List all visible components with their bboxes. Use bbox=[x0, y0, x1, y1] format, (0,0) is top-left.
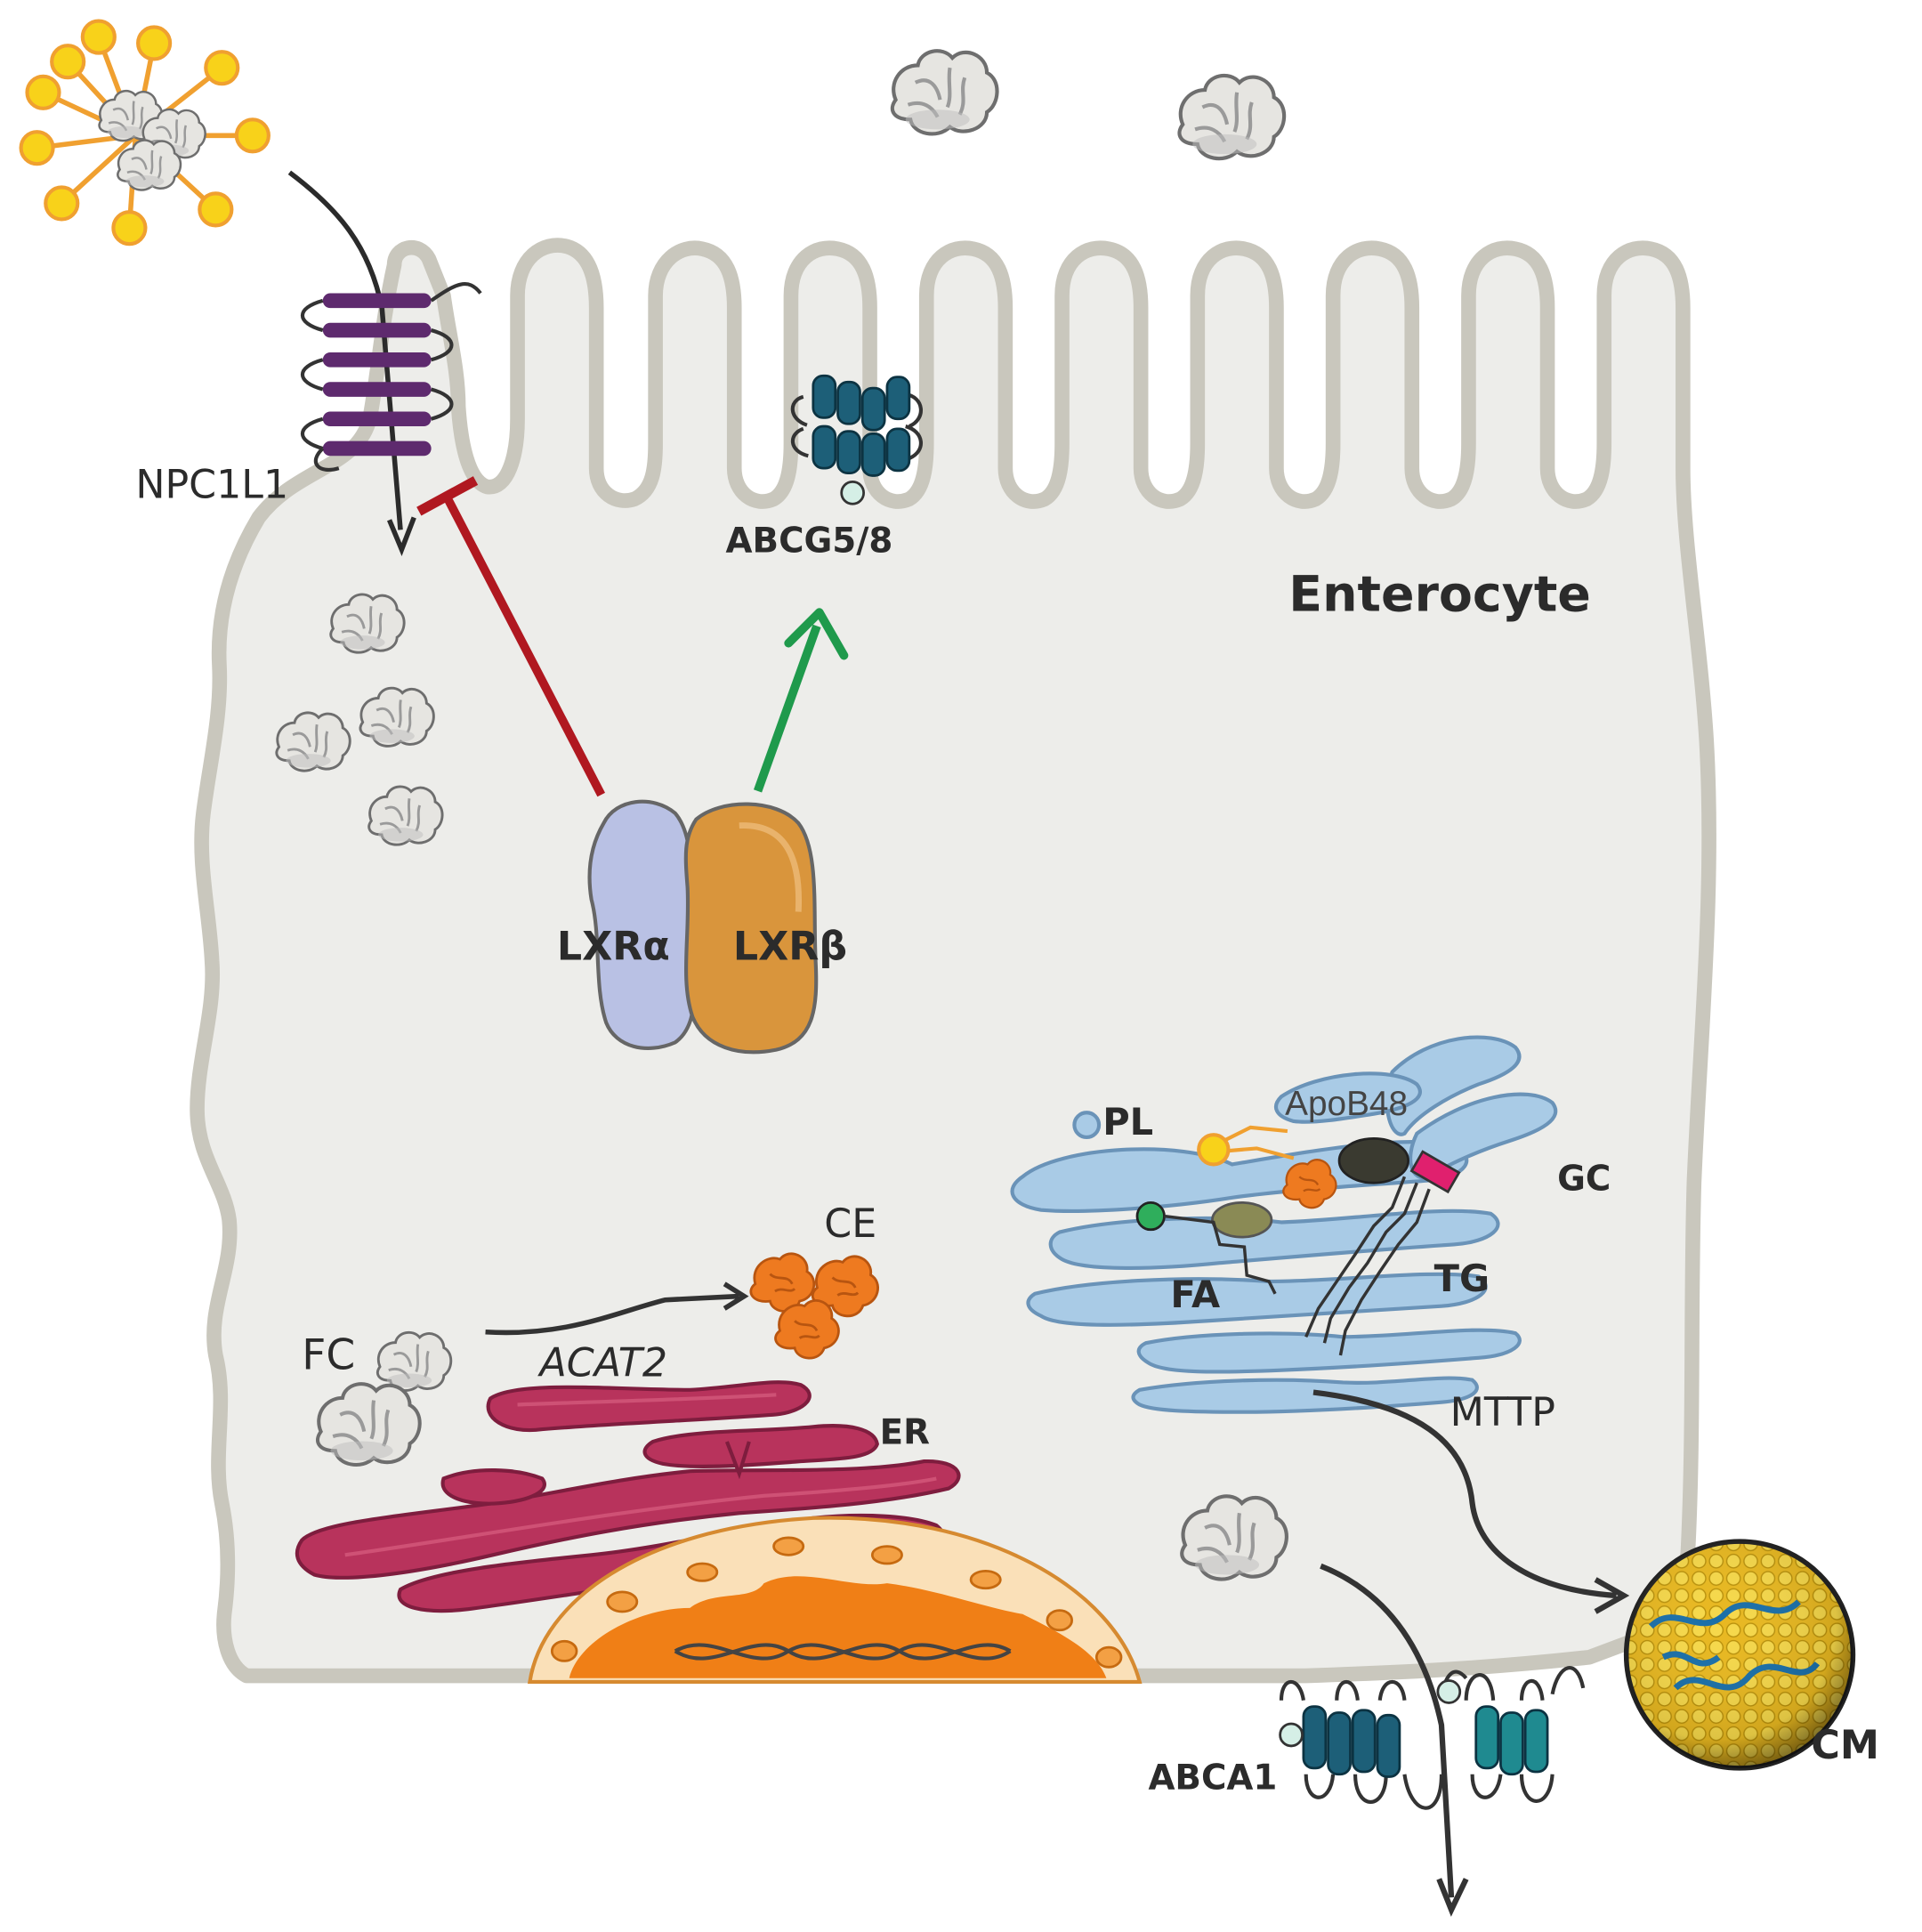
nucleus-icon bbox=[527, 1516, 1143, 1685]
lxr-dimer bbox=[587, 799, 819, 1055]
abca1-label: ABCA1 bbox=[1148, 1758, 1277, 1798]
mttp-label: MTTP bbox=[1450, 1390, 1555, 1435]
cholesterol-icon bbox=[1179, 76, 1284, 158]
acat2-arrow bbox=[485, 1293, 739, 1336]
gc-label: GC bbox=[1557, 1159, 1611, 1199]
inhibition-arrow bbox=[441, 493, 606, 797]
npc1l1-label: NPC1L1 bbox=[135, 462, 288, 507]
cholesterol-icon bbox=[892, 51, 997, 133]
chylomicron-icon bbox=[1623, 1539, 1856, 1771]
tg-label: TG bbox=[1434, 1257, 1490, 1300]
golgi-lipids bbox=[1135, 1125, 1461, 1356]
efflux-arrow bbox=[1320, 1563, 1455, 1898]
lxr-alpha-label: LXRα bbox=[557, 925, 670, 970]
micelle-icon bbox=[19, 19, 271, 247]
abcg58-transporter bbox=[790, 374, 923, 505]
npc1l1-transporter bbox=[301, 282, 482, 472]
er-label: ER bbox=[880, 1413, 930, 1453]
abca1-transporter bbox=[1279, 1666, 1586, 1810]
acat2-label: ACAT2 bbox=[537, 1341, 667, 1386]
fc-label: FC bbox=[302, 1330, 355, 1379]
enterocyte-label: Enterocyte bbox=[1288, 567, 1591, 624]
apob48-label: ApoB48 bbox=[1285, 1085, 1408, 1123]
cm-label: CM bbox=[1811, 1723, 1879, 1768]
abcg58-label: ABCG5/8 bbox=[726, 521, 893, 561]
ce-label: CE bbox=[824, 1201, 876, 1247]
fa-label: FA bbox=[1170, 1273, 1220, 1316]
enterocyte-cell bbox=[190, 238, 1716, 1684]
lxr-beta-label: LXRβ bbox=[733, 925, 847, 970]
activation-arrow bbox=[753, 624, 821, 793]
mttp-arrow bbox=[1312, 1389, 1617, 1599]
pl-label: PL bbox=[1102, 1100, 1153, 1144]
